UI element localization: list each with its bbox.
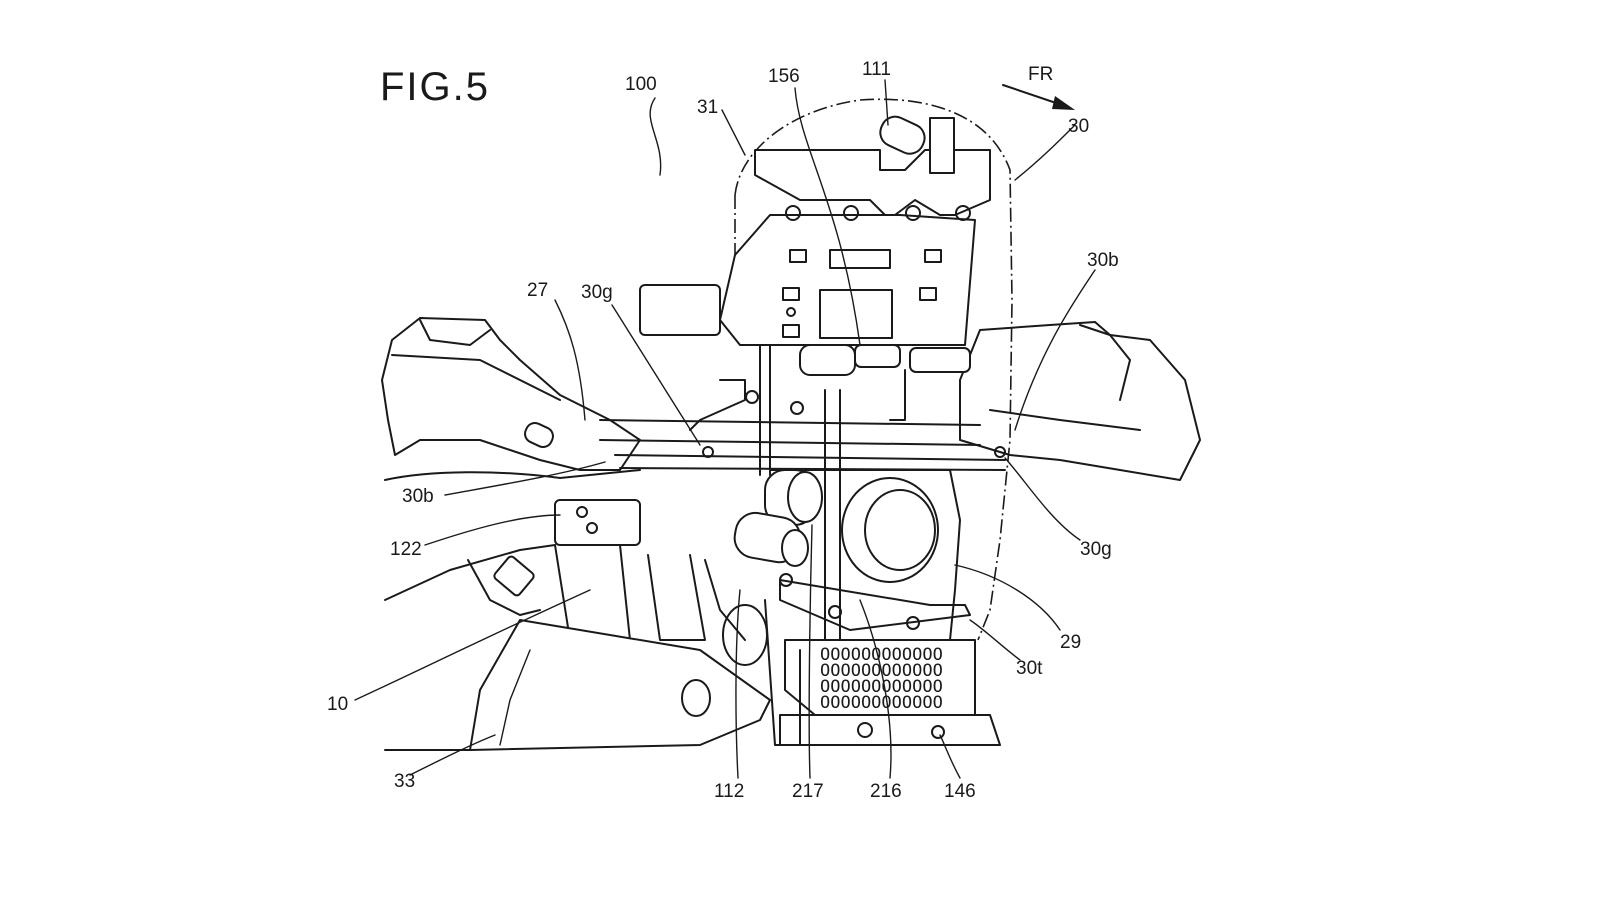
label-30: 30 xyxy=(1068,116,1089,137)
figure-title: FIG.5 xyxy=(380,65,490,109)
label-217: 217 xyxy=(792,781,824,802)
label-30b-left: 30b xyxy=(402,486,434,507)
grille-row: OOOOOOOOOOOO xyxy=(820,677,943,697)
label-10: 10 xyxy=(327,694,348,715)
label-156: 156 xyxy=(768,66,800,87)
label-33: 33 xyxy=(394,771,415,792)
label-112: 112 xyxy=(714,781,744,802)
label-30b-right: 30b xyxy=(1087,250,1119,271)
label-122: 122 xyxy=(390,539,422,560)
left-handguard xyxy=(381,317,641,471)
label-111: 111 xyxy=(862,59,891,80)
label-30g-right: 30g xyxy=(1080,539,1112,560)
label-fr: FR xyxy=(1028,64,1053,85)
label-29: 29 xyxy=(1060,632,1081,653)
label-30t: 30t xyxy=(1016,658,1043,679)
label-31: 31 xyxy=(697,97,718,118)
front-direction-arrow xyxy=(1002,84,1075,110)
grille: OOOOOOOOOOOO OOOOOOOOOOOO OOOOOOOOOOOO O… xyxy=(764,599,1001,746)
instrument-cluster xyxy=(639,115,991,376)
lamp-units xyxy=(733,469,971,631)
right-handguard xyxy=(959,321,1201,481)
grille-row: OOOOOOOOOOOO xyxy=(820,645,943,665)
label-30g-left: 30g xyxy=(581,282,613,303)
label-100: 100 xyxy=(625,74,657,95)
grille-row: OOOOOOOOOOOO xyxy=(820,693,943,713)
handlebar-tube xyxy=(599,419,1006,471)
label-216: 216 xyxy=(870,781,902,802)
side-cowl xyxy=(384,469,771,751)
label-27: 27 xyxy=(527,280,548,301)
label-146: 146 xyxy=(944,781,976,802)
leader-lines xyxy=(354,79,1096,779)
windscreen-outline xyxy=(734,98,1013,641)
